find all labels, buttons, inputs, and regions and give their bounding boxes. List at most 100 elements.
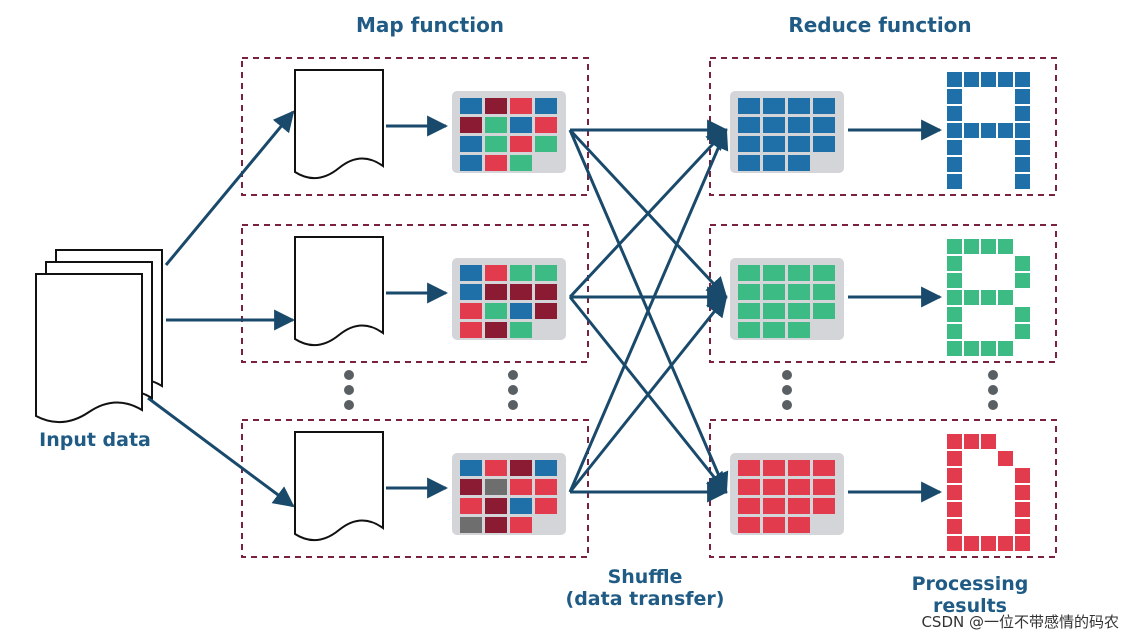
reduce-grid-2-cell — [763, 303, 785, 319]
reduce-grid-3-cell — [813, 498, 835, 514]
map-grid-2-cell — [485, 284, 507, 300]
reduce-grid-2-cell — [738, 284, 760, 300]
map-grid-1-cell — [460, 117, 482, 133]
reduce-grid-2-cell — [813, 284, 835, 300]
letter-pixel — [947, 239, 962, 254]
letter-pixel — [1015, 273, 1030, 288]
reduce-grid-3 — [730, 453, 844, 535]
ellipsis-dot — [344, 370, 354, 380]
map-grid-3-cell — [510, 460, 532, 476]
map-document-icon-2 — [294, 236, 384, 346]
letter-pixel — [947, 451, 962, 466]
map-grid-2-cell — [510, 322, 532, 338]
letter-pixel — [1015, 468, 1030, 483]
reduce-grid-3-cell — [788, 460, 810, 476]
map-grid-3-cell — [510, 498, 532, 514]
reduce-grid-1-cell — [738, 136, 760, 152]
map-grid-2-cell — [535, 303, 557, 319]
map-grid-2-cell — [460, 284, 482, 300]
reduce-grid-2-cell — [788, 265, 810, 281]
map-grid-1-cell — [510, 98, 532, 114]
map-grid-1-cell — [510, 117, 532, 133]
letter-pixel — [947, 290, 962, 305]
reduce-grid-1-cell — [738, 117, 760, 133]
reduce-grid-1-cell — [763, 117, 785, 133]
letter-pixel — [947, 174, 962, 189]
ellipsis-dot — [782, 370, 792, 380]
map-grid-2-cell — [485, 303, 507, 319]
processing-results-label: Processing results — [880, 573, 1060, 618]
reduce-grid-2-cell — [738, 303, 760, 319]
letter-pixel — [947, 307, 962, 322]
ellipsis-dot — [988, 400, 998, 410]
reduce-grid-3-cell — [738, 460, 760, 476]
reduce-grid-3-cell — [763, 479, 785, 495]
map-grid-3-cell — [485, 479, 507, 495]
letter-pixel — [1015, 324, 1030, 339]
letter-pixel — [1015, 256, 1030, 271]
letter-pixel — [964, 239, 979, 254]
letter-pixel — [1015, 502, 1030, 517]
shuffle-label: Shuffle (data transfer) — [555, 566, 735, 611]
reduce-grid-2-cell — [788, 284, 810, 300]
map-grid-1-cell — [510, 155, 532, 171]
reduce-grid-3-cell — [788, 517, 810, 533]
reduce-grid-1-cell — [788, 117, 810, 133]
letter-pixel — [1015, 72, 1030, 87]
map-grid-2-cell — [485, 322, 507, 338]
input-to-map-arrow-3 — [147, 396, 295, 508]
map-grid-3-cell — [460, 460, 482, 476]
map-grid-3-cell — [510, 479, 532, 495]
map-grid-2-cell — [485, 265, 507, 281]
letter-pixel — [964, 536, 979, 551]
reduce-grid-1-cell — [788, 136, 810, 152]
letter-pixel — [947, 256, 962, 271]
reduce-grid-3-cell — [813, 460, 835, 476]
reduce-grid-1 — [730, 91, 844, 173]
ellipsis-dot — [988, 370, 998, 380]
reduce-grid-1-cell — [763, 155, 785, 171]
map-grid-3-cell — [535, 460, 557, 476]
letter-pixel — [947, 519, 962, 534]
letter-pixel — [964, 123, 979, 138]
letter-pixel — [964, 72, 979, 87]
reduce-grid-3-cell — [738, 498, 760, 514]
letter-pixel — [947, 502, 962, 517]
letter-pixel — [1015, 106, 1030, 121]
map-grid-3 — [452, 453, 566, 535]
input-to-map-arrow-1 — [164, 110, 295, 266]
reduce-grid-1-cell — [813, 117, 835, 133]
ellipsis-dot — [344, 385, 354, 395]
shuffle-text: Shuffle (data transfer) — [565, 566, 725, 610]
reduce-function-title: Reduce function — [788, 13, 972, 37]
letter-pixel — [1015, 307, 1030, 322]
result-letter-A — [947, 72, 1030, 189]
result-letter-D — [947, 434, 1030, 551]
map-grid-1-cell — [535, 136, 557, 152]
watermark: CSDN @一位不带感情的码农 — [921, 613, 1119, 631]
letter-pixel — [947, 324, 962, 339]
reduce-grid-1-cell — [738, 98, 760, 114]
letter-pixel — [1015, 140, 1030, 155]
letter-pixel — [947, 123, 962, 138]
letter-pixel — [998, 536, 1013, 551]
result-letter-B — [947, 239, 1030, 356]
map-grid-3-cell — [485, 498, 507, 514]
processing-results-text: Processing results — [911, 573, 1029, 617]
map-grid-1-cell — [535, 98, 557, 114]
reduce-grid-1-cell — [788, 155, 810, 171]
reduce-grid-2-cell — [763, 322, 785, 338]
reduce-grid-3-cell — [788, 498, 810, 514]
map-grid-3-cell — [460, 498, 482, 514]
map-document-icon-1 — [294, 69, 384, 179]
letter-pixel — [981, 434, 996, 449]
map-grid-2-cell — [460, 322, 482, 338]
letter-pixel — [998, 72, 1013, 87]
letter-pixel — [998, 341, 1013, 356]
ellipsis-dot — [988, 385, 998, 395]
letter-pixel — [1015, 485, 1030, 500]
reduce-grid-1-cell — [763, 98, 785, 114]
reduce-grid-1-cell — [788, 98, 810, 114]
map-grid-1-cell — [460, 98, 482, 114]
